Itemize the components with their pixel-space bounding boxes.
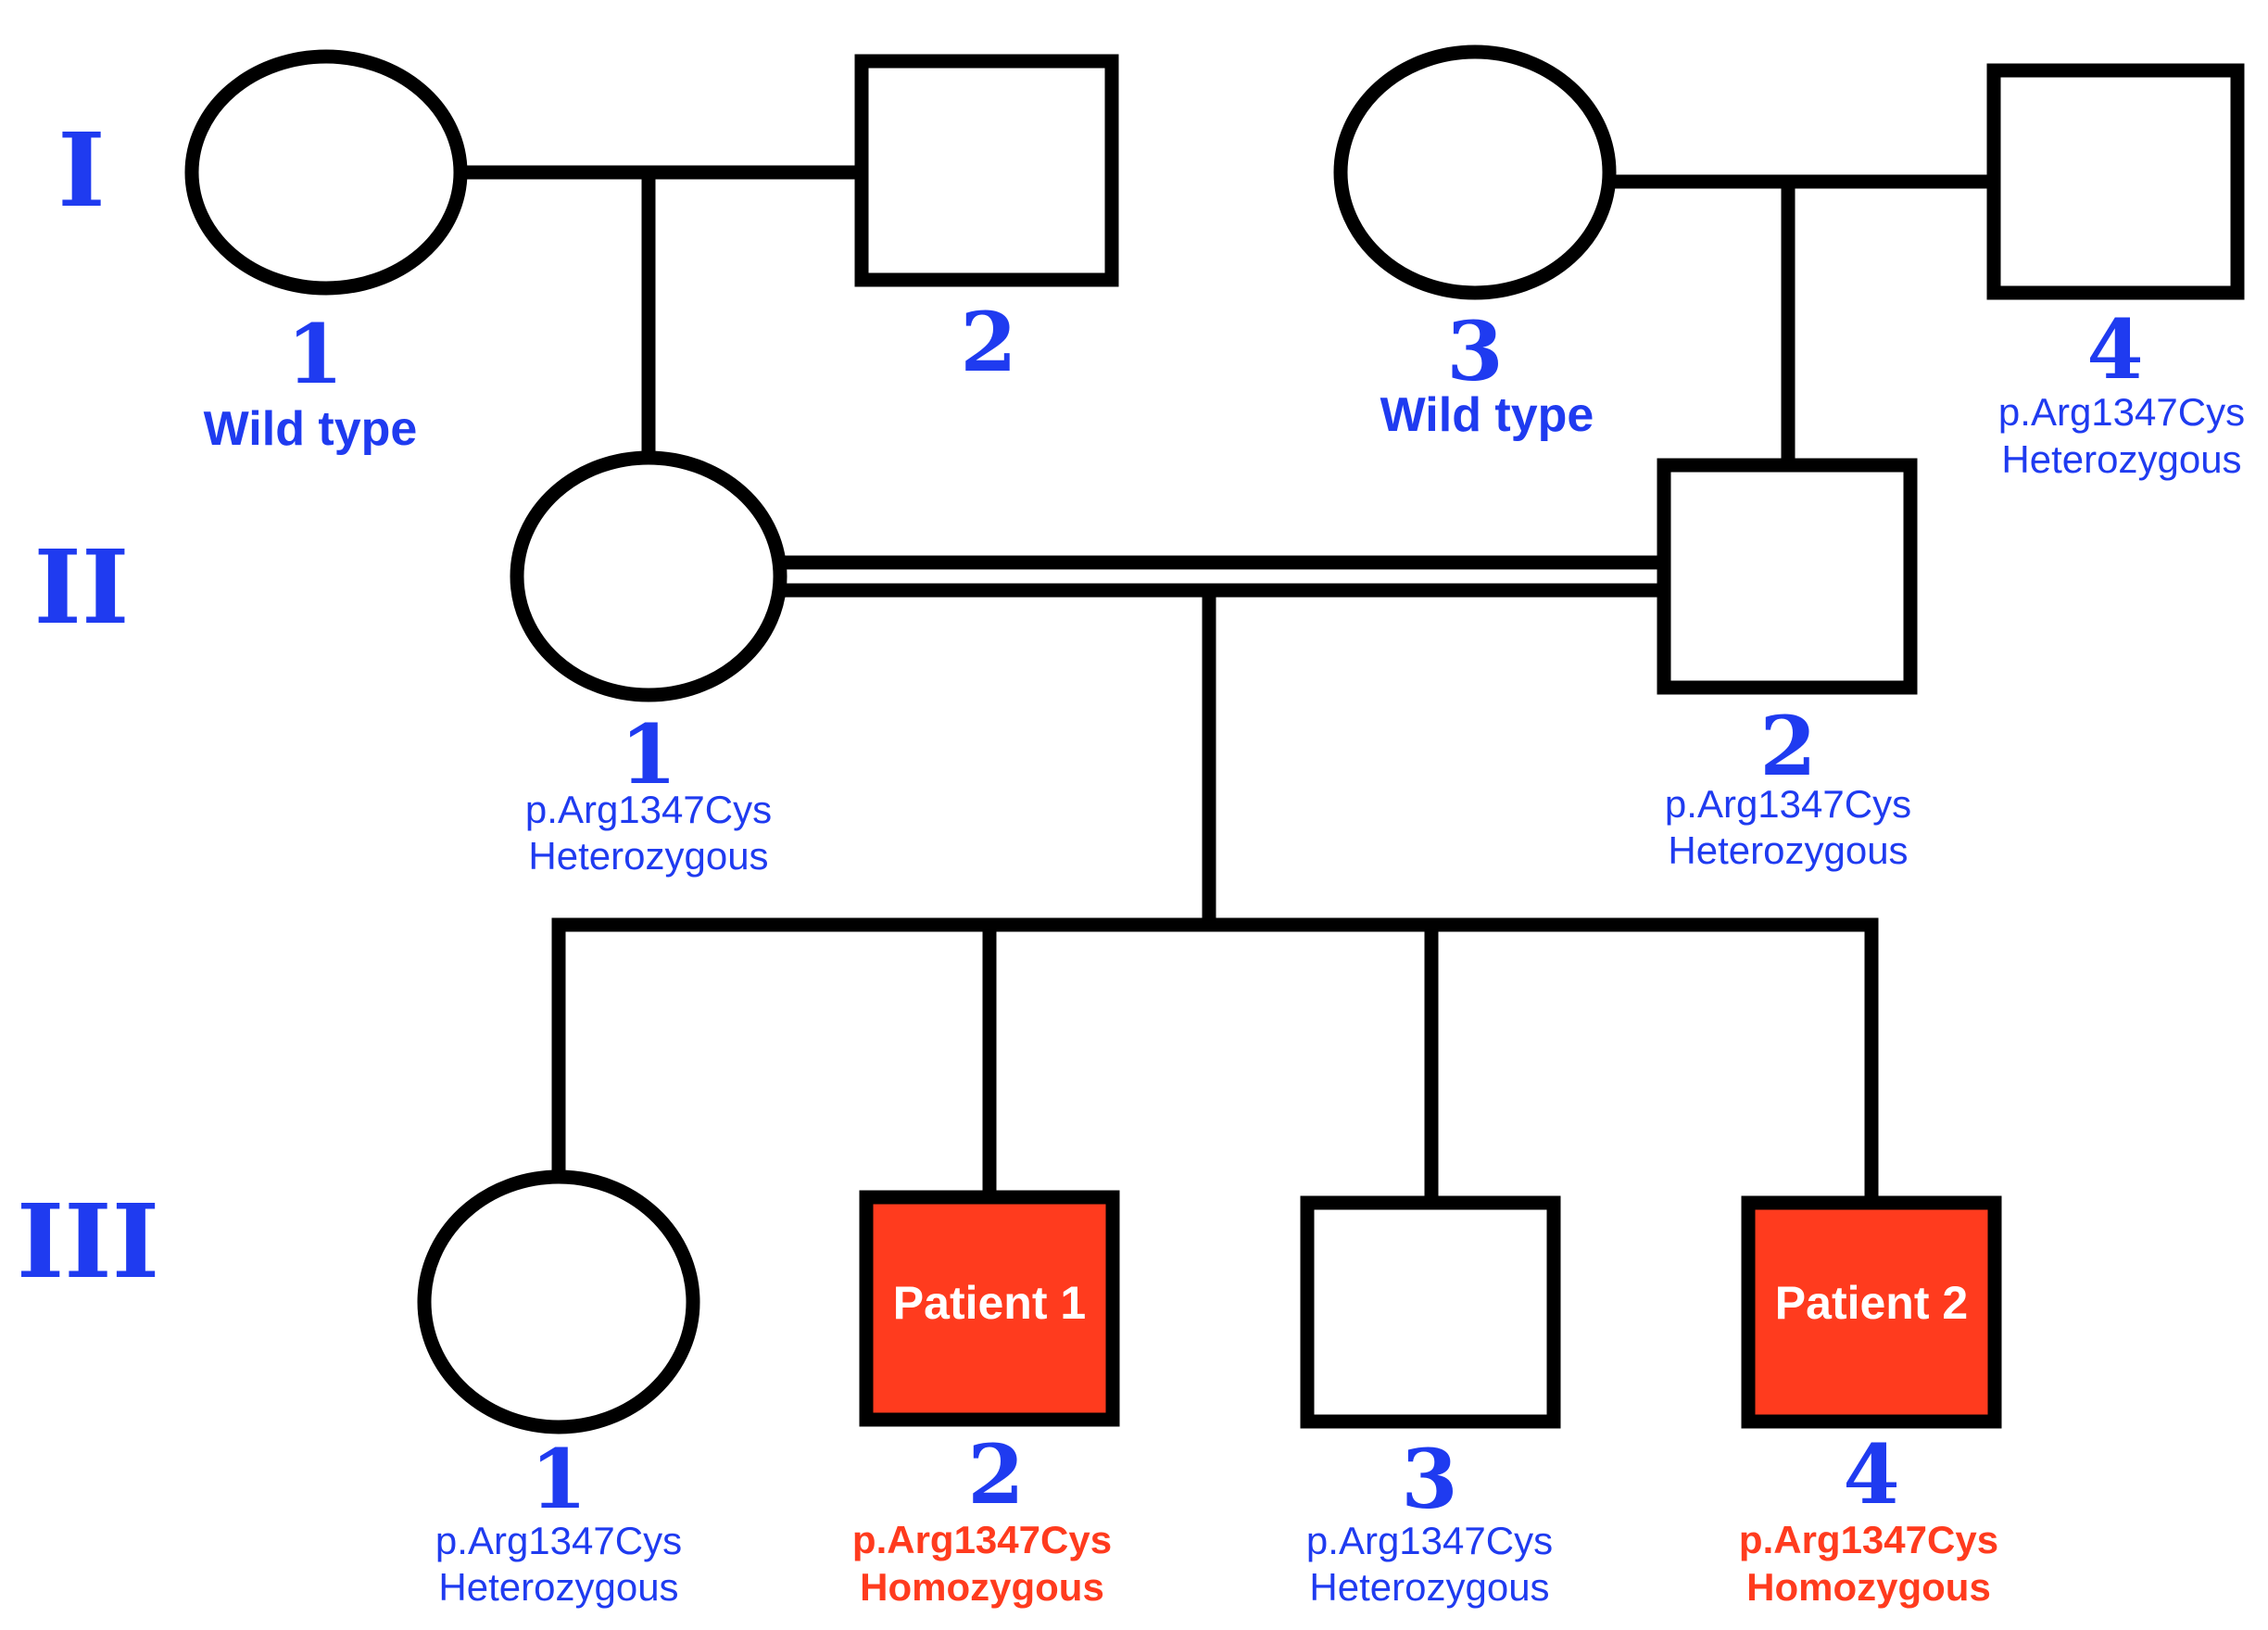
generation-label-iii: III [17,1181,159,1301]
individual-iii1-female-symbol [417,1169,700,1434]
individual-iii1-zygosity: Heterozygous [438,1565,678,1609]
individual-i3-female-symbol [1333,44,1617,300]
individual-ii1-number: 1 [620,706,676,802]
individual-iii4-variant: p.Arg1347Cys [1739,1518,1998,1561]
individual-i4-variant: p.Arg1347Cys [1998,390,2245,434]
individual-iii2-male-affected-symbol [859,1190,1120,1427]
individual-ii2-number: 2 [1759,698,1816,794]
individual-i3-status: Wild type [1380,388,1594,442]
individual-iii2-variant: p.Arg1347Cys [852,1518,1112,1561]
individual-ii1-zygosity: Heterozygous [528,834,768,878]
individual-ii2-variant: p.Arg1347Cys [1665,782,1911,826]
individual-iii1-number: 1 [530,1431,586,1527]
individual-i4-number: 4 [2086,301,2143,398]
generation-label-i: I [57,110,105,230]
individual-ii2-zygosity: Heterozygous [1668,828,1908,872]
individual-iii2-number: 2 [967,1426,1024,1523]
individual-iii3-number: 3 [1401,1431,1457,1527]
individual-iii4-male-affected-symbol [1741,1195,2002,1429]
individual-ii2-male-symbol [1657,458,1918,695]
individual-i1-status: Wild type [204,402,418,456]
individual-i1-female-symbol [184,49,468,296]
individual-ii1-female-symbol [510,450,788,702]
individual-iii4-number: 4 [1843,1426,1899,1523]
patient-2-label: Patient 2 [1775,1277,1968,1329]
individual-i4-male-symbol [1986,63,2245,300]
individual-iii4-zygosity: Homozygous [1746,1565,1991,1609]
individual-i2-number: 2 [960,294,1016,390]
individual-i2-male-symbol [854,54,1119,287]
generation-label-ii: II [34,527,130,647]
individual-ii1-variant: p.Arg1347Cys [525,788,772,831]
individual-iii3-zygosity: Heterozygous [1309,1565,1549,1609]
individual-iii1-variant: p.Arg1347Cys [435,1519,682,1562]
individual-i4-zygosity: Heterozygous [2001,437,2241,481]
individual-i3-number: 3 [1446,303,1503,399]
individual-i1-number: 1 [286,306,343,402]
individual-iii2-zygosity: Homozygous [860,1565,1104,1609]
individual-iii3-male-symbol [1300,1195,1561,1429]
patient-1-label: Patient 1 [893,1277,1086,1329]
individual-iii3-variant: p.Arg1347Cys [1306,1519,1553,1562]
